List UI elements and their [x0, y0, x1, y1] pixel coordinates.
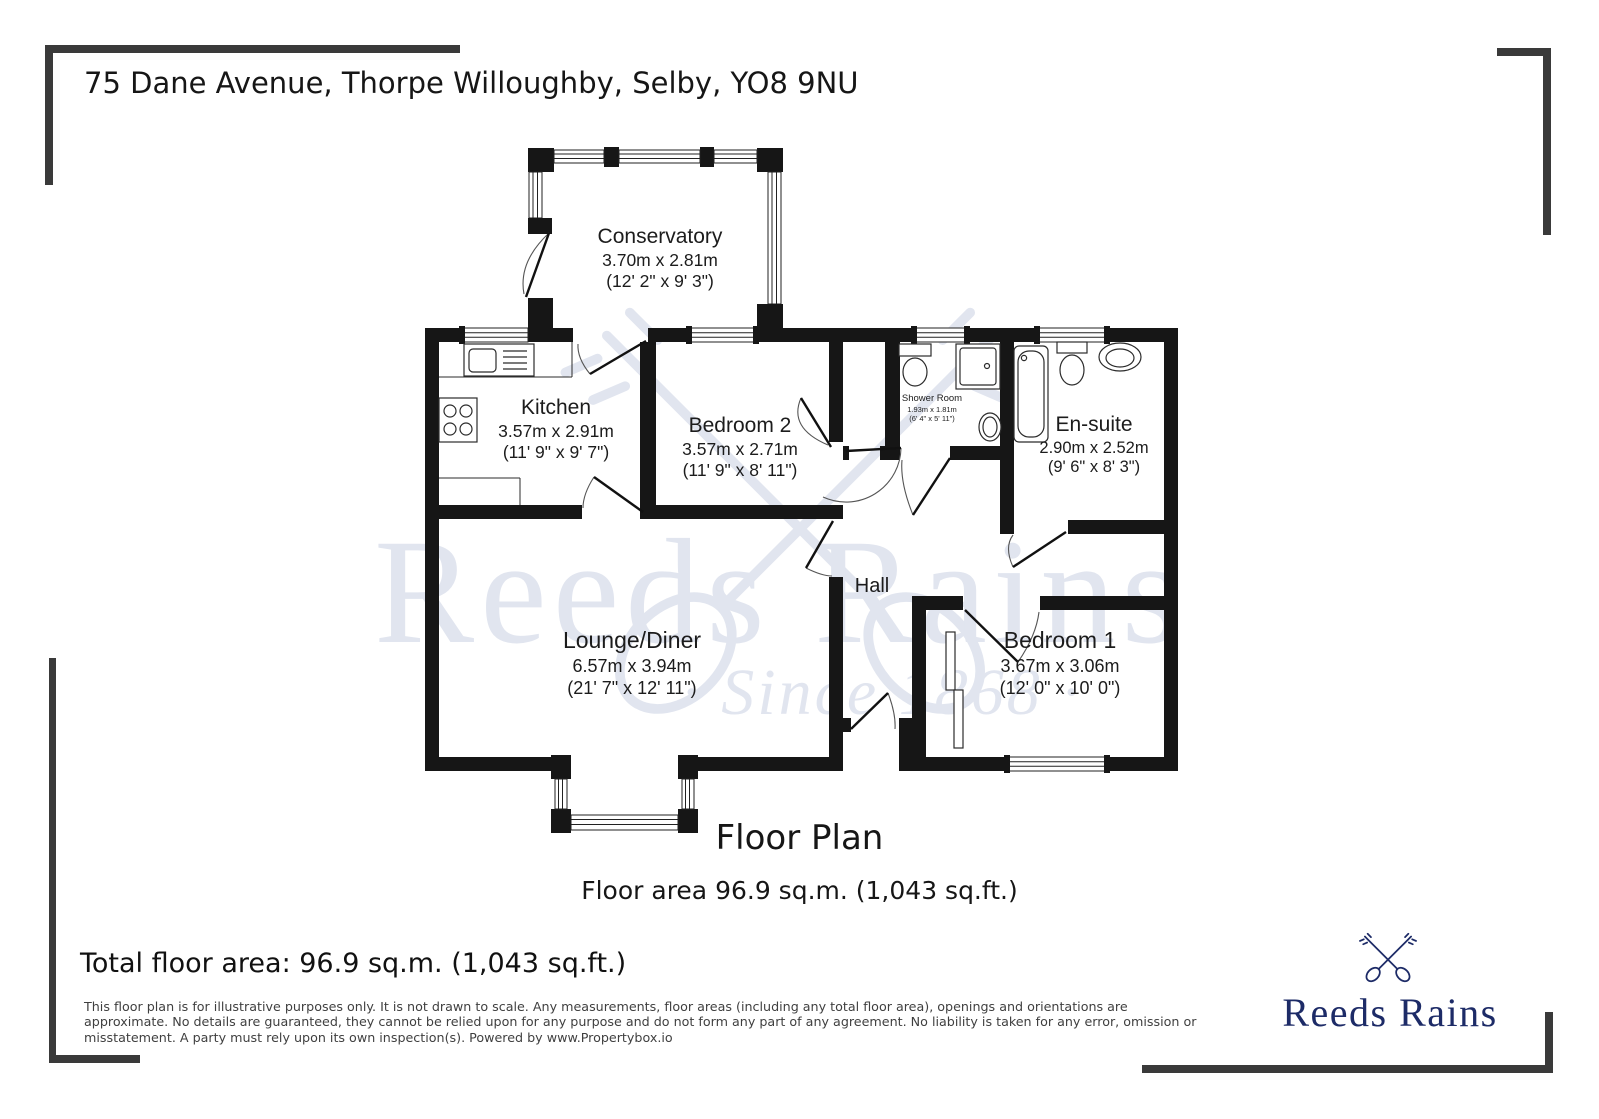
- kitchen-name: Kitchen: [521, 396, 591, 419]
- frame-mark-bottom-right-v: [1545, 1012, 1553, 1073]
- shower-tray: [955, 343, 1001, 390]
- frame-mark-bottom-left-v: [49, 658, 56, 1062]
- total-floor-area: Total floor area: 96.9 sq.m. (1,043 sq.f…: [80, 948, 627, 979]
- lounge-door: [804, 520, 835, 569]
- conservatory-side-door: [524, 232, 551, 298]
- frame-mark-top-left-v: [45, 45, 53, 185]
- door-leaves: [524, 232, 1067, 730]
- shower-room-imperial: (6' 4" x 5' 11"): [909, 414, 955, 423]
- frame-mark-top-right: [1497, 48, 1551, 56]
- room-labels: Conservatory 3.70m x 2.81m (12' 2" x 9' …: [498, 225, 1148, 698]
- disclaimer-line-1: This floor plan is for illustrative purp…: [84, 999, 1128, 1014]
- lounge-name: Lounge/Diner: [563, 627, 701, 653]
- bay-window: [551, 755, 698, 833]
- kitchen-imperial: (11' 9" x 9' 7"): [503, 442, 609, 462]
- ensuite-basin: [1098, 342, 1142, 372]
- frame-marks: [45, 45, 1553, 1073]
- conservatory-kitchen-door: [589, 339, 647, 376]
- back-door: [850, 692, 889, 730]
- kitchen-hob: [438, 397, 478, 443]
- bedroom1-metric: 3.67m x 3.06m: [1000, 656, 1119, 676]
- room-label-shower-room: Shower Room 1.93m x 1.81m (6' 4" x 5' 11…: [902, 393, 962, 423]
- frame-mark-top-right-v: [1543, 48, 1551, 235]
- door-arcs: [522, 232, 1040, 730]
- room-label-lounge: Lounge/Diner 6.57m x 3.94m (21' 7" x 12'…: [563, 627, 701, 698]
- ensuite-name: En-suite: [1055, 413, 1132, 436]
- bedroom1-wardrobe: [945, 631, 964, 749]
- bedroom2-metric: 3.57m x 2.71m: [682, 439, 798, 459]
- frame-mark-bottom-left: [49, 1055, 140, 1063]
- watermark: Reeds Rains · Since 1868 ·: [374, 313, 1186, 731]
- shower-room-door: [911, 457, 952, 516]
- bedroom1-door: [964, 609, 1019, 663]
- page-title: 75 Dane Avenue, Thorpe Willoughby, Selby…: [84, 66, 859, 100]
- room-label-bedroom2: Bedroom 2 3.57m x 2.71m (11' 9" x 8' 11"…: [682, 414, 798, 480]
- bedroom2-door: [799, 397, 833, 448]
- brand-name: Reeds Rains: [1282, 990, 1497, 1035]
- conservatory-metric: 3.70m x 2.81m: [602, 250, 718, 270]
- brand-logo: Reeds Rains: [1282, 932, 1497, 1035]
- kitchen-door: [593, 476, 644, 513]
- room-label-conservatory: Conservatory 3.70m x 2.81m (12' 2" x 9' …: [598, 225, 723, 291]
- cupboard-door: [845, 446, 902, 453]
- conservatory-structure: [528, 147, 783, 330]
- ensuite-bath: [1013, 345, 1049, 443]
- ensuite-toilet: [1056, 341, 1088, 386]
- walls: [425, 328, 1178, 771]
- fixtures: [438, 341, 1142, 749]
- bedroom1-window: [1004, 755, 1110, 773]
- frame-mark-top-left: [48, 45, 460, 53]
- ensuite-metric: 2.90m x 2.52m: [1039, 439, 1148, 457]
- disclaimer-line-2: approximate. No details are guaranteed, …: [84, 1014, 1197, 1030]
- room-label-bedroom1: Bedroom 1 3.67m x 3.06m (12' 0" x 10' 0"…: [1000, 627, 1121, 698]
- lounge-imperial: (21' 7" x 12' 11"): [567, 678, 696, 698]
- caption-heading: Floor Plan: [715, 818, 884, 858]
- bedroom2-name: Bedroom 2: [689, 414, 792, 437]
- bedroom1-imperial: (12' 0" x 10' 0"): [1000, 678, 1121, 698]
- frame-mark-bottom-right: [1142, 1065, 1553, 1073]
- conservatory-imperial: (12' 2" x 9' 3"): [606, 271, 714, 291]
- lounge-metric: 6.57m x 3.94m: [572, 656, 691, 676]
- ensuite-imperial: (9' 6" x 8' 3"): [1048, 458, 1140, 476]
- watermark-brand-text: Reeds Rains: [374, 509, 1186, 675]
- doors: [522, 232, 1067, 730]
- shower-room-name: Shower Room: [902, 393, 962, 404]
- disclaimer: This floor plan is for illustrative purp…: [84, 999, 1196, 1045]
- watermark-since-text: · Since 1868 ·: [682, 656, 1081, 729]
- shower-room-metric: 1.93m x 1.81m: [907, 405, 957, 414]
- room-label-kitchen: Kitchen 3.57m x 2.91m (11' 9" x 9' 7"): [498, 396, 614, 462]
- room-label-hall: Hall: [855, 575, 889, 597]
- caption-subheading: Floor area 96.9 sq.m. (1,043 sq.ft.): [581, 876, 1018, 905]
- ensuite-door: [1012, 530, 1067, 569]
- kitchen-metric: 3.57m x 2.91m: [498, 421, 614, 441]
- kitchen-sink: [463, 343, 535, 377]
- bedroom2-window: [686, 326, 759, 344]
- bedroom2-imperial: (11' 9" x 8' 11"): [683, 460, 798, 480]
- kitchen-window: [459, 326, 529, 344]
- ensuite-window: [1034, 326, 1110, 344]
- crossed-keys-icon: [1359, 932, 1417, 985]
- bedroom1-name: Bedroom 1: [1004, 627, 1117, 653]
- windows: [459, 326, 1110, 773]
- room-label-ensuite: En-suite 2.90m x 2.52m (9' 6" x 8' 3"): [1039, 413, 1148, 476]
- disclaimer-line-3: misstatement. A party must rely upon its…: [84, 1029, 673, 1045]
- kitchen-counter: [439, 342, 573, 505]
- shower-room-toilet: [898, 343, 932, 387]
- hall-name: Hall: [855, 575, 889, 597]
- shower-room-window: [911, 326, 970, 344]
- conservatory-name: Conservatory: [598, 225, 723, 248]
- shower-room-basin: [978, 412, 1002, 442]
